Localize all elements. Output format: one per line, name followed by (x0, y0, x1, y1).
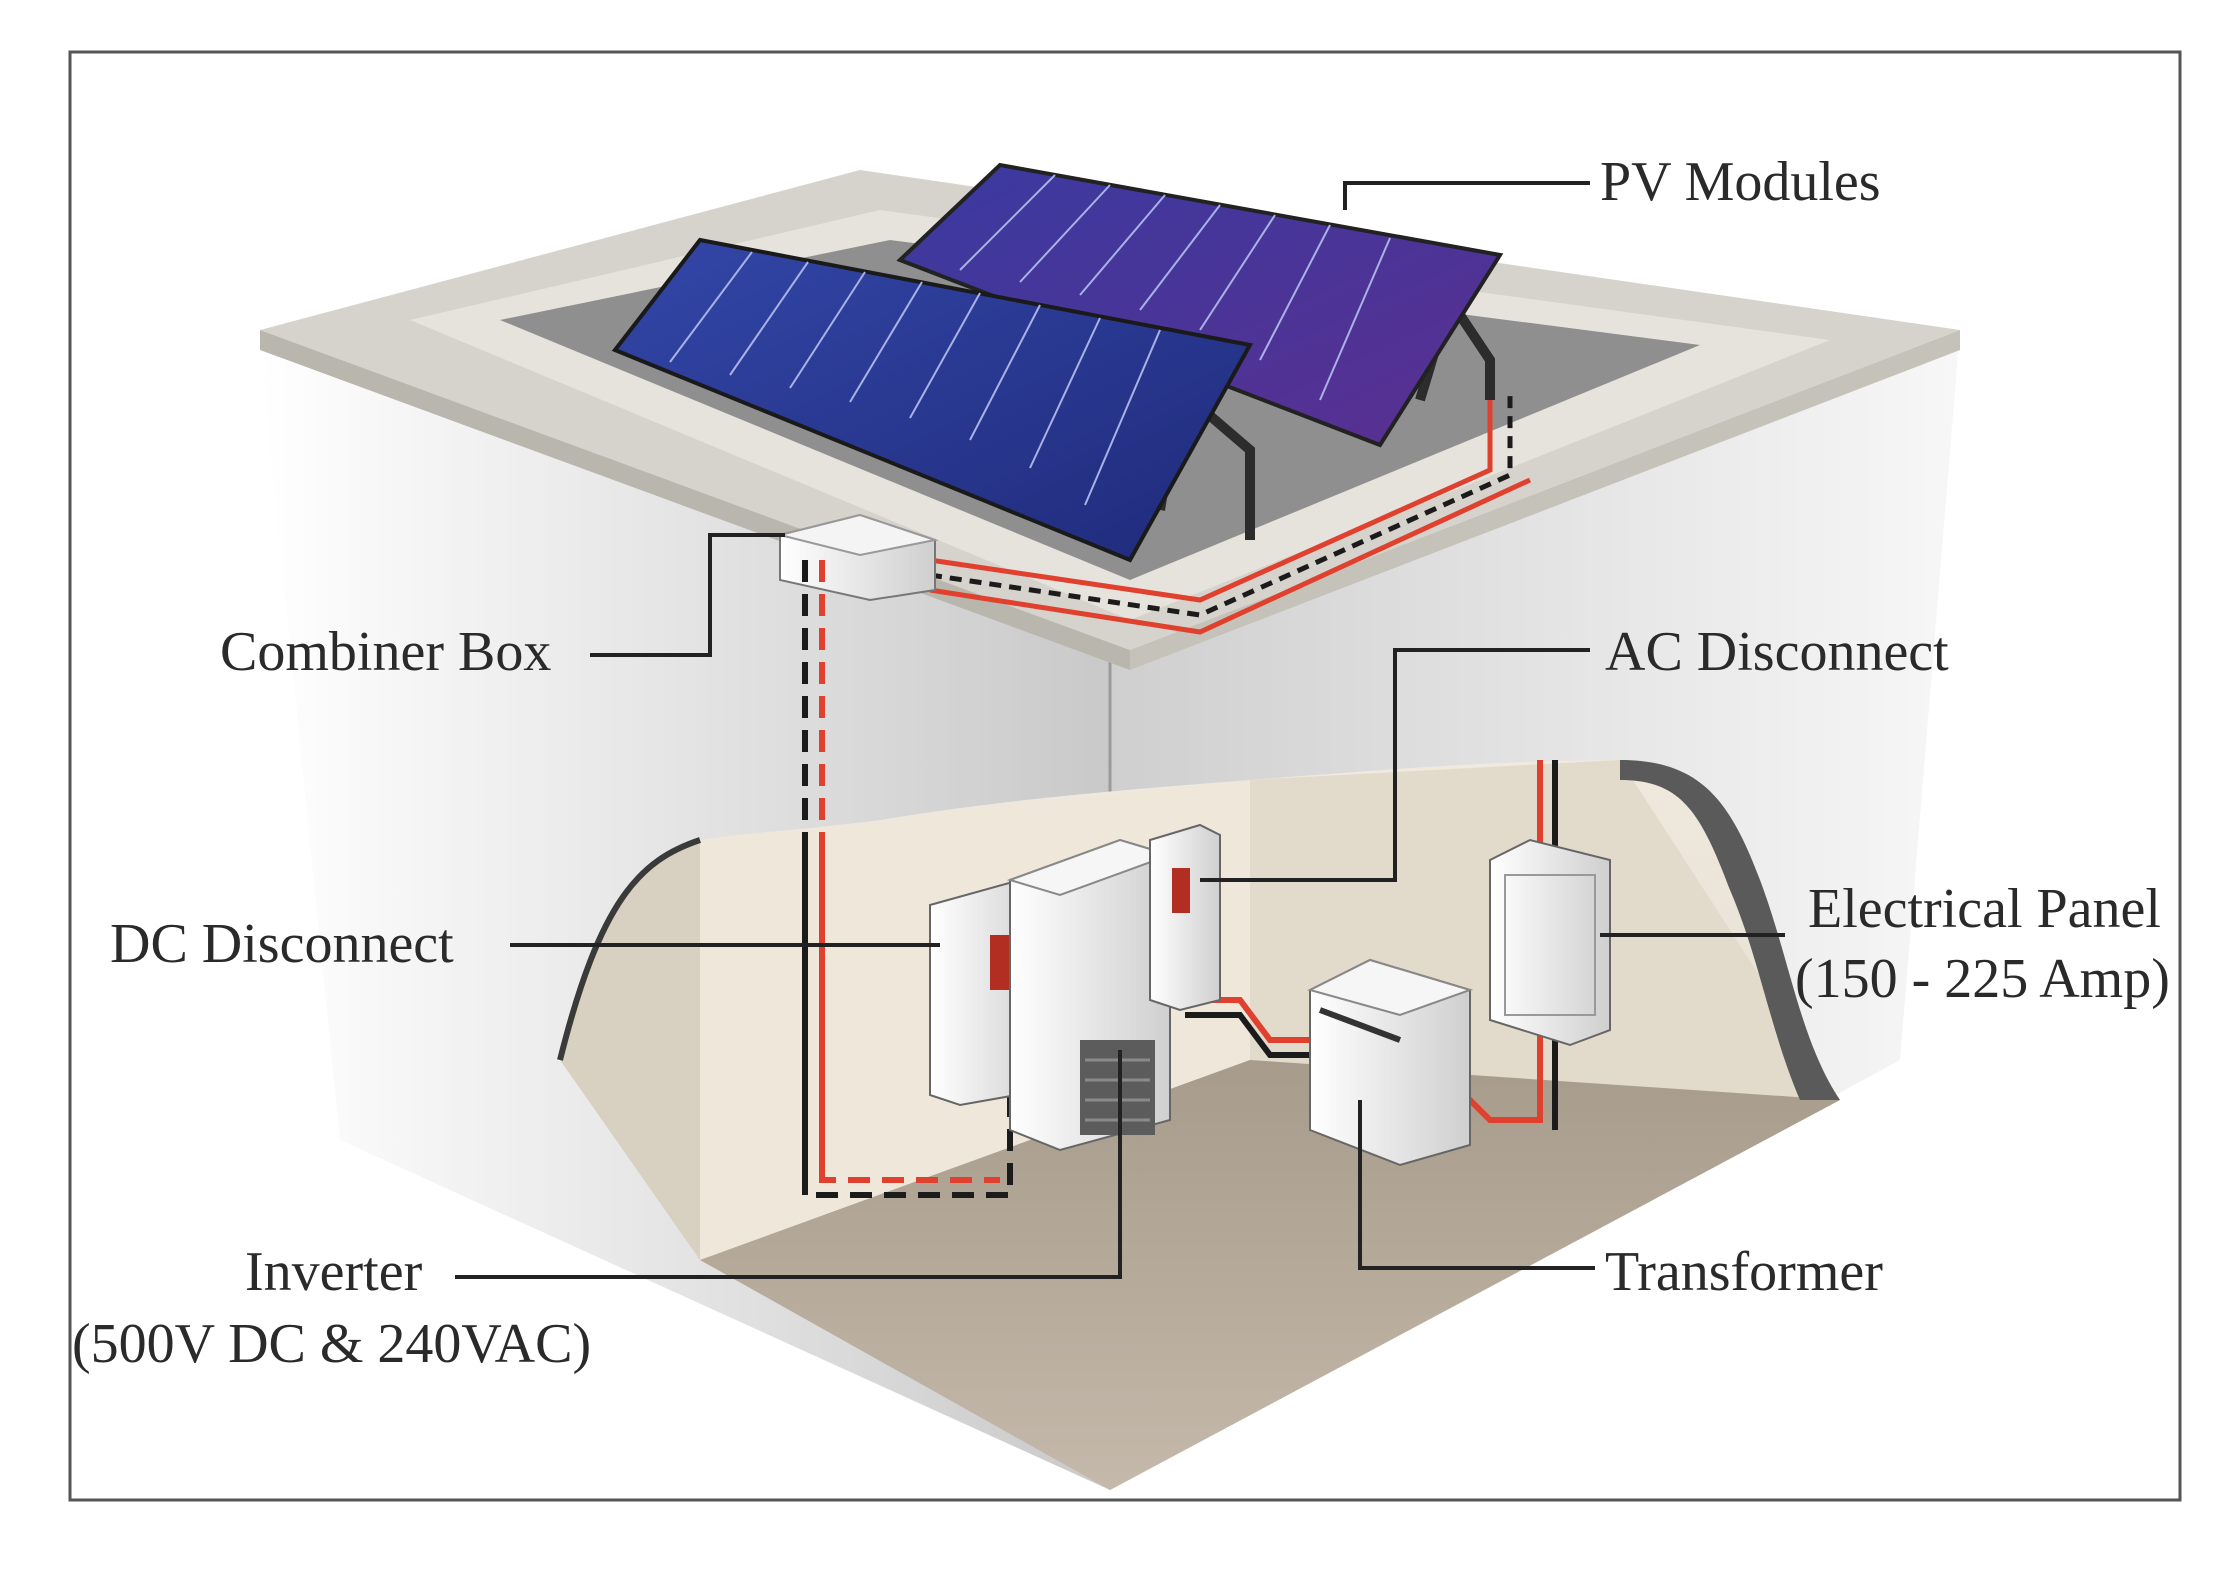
label-inverter-rating: (500V DC & 240VAC) (72, 1313, 591, 1375)
label-transformer: Transformer (1605, 1241, 1883, 1303)
label-ac-disconnect: AC Disconnect (1605, 621, 1949, 683)
label-dc-disconnect: DC Disconnect (110, 913, 454, 975)
electrical-panel-unit (1489, 838, 1611, 1047)
roof-wiring (929, 395, 1532, 635)
label-pv-modules: PV Modules (1600, 151, 1881, 213)
pv-modules-array-front (611, 237, 1254, 563)
transformer-unit (1307, 958, 1474, 1167)
leader-lines (455, 181, 1785, 1279)
inverter-unit (1006, 838, 1174, 1152)
label-combiner-box: Combiner Box (220, 621, 551, 683)
label-electrical-panel-rating: (150 - 225 Amp) (1795, 948, 2170, 1010)
label-inverter: Inverter (245, 1241, 423, 1303)
pv-modules-array-back (896, 162, 1504, 448)
dc-wires (802, 560, 1013, 1198)
ac-disconnect-unit (1149, 823, 1221, 1012)
label-electrical-panel: Electrical Panel (1808, 878, 2161, 940)
combiner-box (779, 513, 939, 602)
